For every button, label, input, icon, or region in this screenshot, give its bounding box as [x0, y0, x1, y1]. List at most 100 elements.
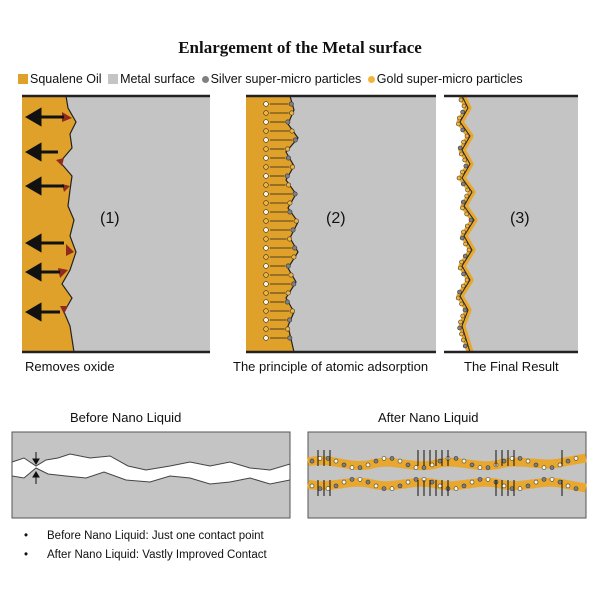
particle [453, 456, 459, 461]
panel-number-2: (2) [326, 210, 346, 227]
particle [460, 169, 465, 175]
particle [397, 483, 403, 489]
gold-dot [367, 76, 375, 83]
particle [460, 205, 465, 211]
particle [290, 227, 296, 233]
oxide-flake [60, 306, 68, 314]
panel-caption-1: Removes oxide [25, 359, 115, 374]
particle [461, 483, 467, 489]
particle [287, 209, 293, 215]
particle [501, 458, 507, 464]
particle [460, 313, 466, 319]
particle [263, 119, 269, 125]
particle [293, 218, 299, 224]
particle [485, 465, 491, 470]
diagram-title: Enlargement of the Metal surface [178, 38, 422, 57]
particle [509, 456, 515, 461]
particle [263, 263, 269, 269]
particle [333, 483, 339, 489]
particle [517, 456, 523, 461]
particle [263, 155, 269, 161]
particle [263, 146, 269, 152]
particle [333, 458, 339, 464]
particle [285, 119, 291, 125]
particle [517, 486, 523, 491]
panel-number-1: (1) [100, 210, 120, 227]
particle [465, 187, 470, 193]
particle [349, 477, 355, 482]
particle [289, 110, 295, 116]
contact-arrows [32, 452, 40, 484]
particle [341, 479, 347, 485]
particle [565, 458, 571, 464]
particle [286, 182, 292, 188]
particle [263, 308, 269, 314]
particle [287, 200, 293, 206]
particle [341, 462, 347, 468]
particle [437, 458, 443, 464]
particle [263, 173, 269, 179]
notes-list: •Before Nano Liquid: Just one contact po… [24, 527, 267, 565]
particle [464, 133, 470, 139]
particle [309, 458, 315, 464]
oxide-flake [58, 268, 68, 278]
particle [462, 343, 468, 349]
before-contact-diagram [11, 431, 291, 519]
metal-blocks [307, 431, 587, 519]
particle [263, 182, 269, 188]
particle [284, 299, 290, 305]
contact-arrows [317, 450, 563, 496]
particle [459, 235, 465, 241]
particle [557, 462, 563, 468]
particle [549, 465, 555, 470]
particle [289, 308, 295, 314]
particle [453, 486, 459, 491]
particle [263, 290, 269, 296]
particle [405, 479, 411, 485]
oxide-flake [62, 112, 72, 122]
particle [309, 483, 315, 489]
particle [464, 277, 470, 283]
particle [461, 271, 466, 277]
particle [533, 479, 539, 485]
panel-3 [444, 94, 578, 354]
particle [263, 110, 269, 116]
particle [291, 254, 297, 260]
particle [462, 307, 468, 313]
arrow-left [25, 107, 64, 127]
particle [541, 477, 547, 482]
adsorbing-particles [263, 101, 299, 341]
particle [461, 458, 467, 464]
silver-dot [201, 76, 209, 83]
oil-swatch [18, 74, 28, 84]
particle [292, 191, 298, 197]
arrow-left [25, 142, 58, 162]
particle [461, 229, 466, 235]
particle [292, 245, 298, 251]
particle [263, 245, 269, 251]
particle [292, 137, 298, 143]
particle [365, 462, 371, 468]
particle [437, 483, 443, 489]
particle [429, 462, 435, 468]
particle [263, 209, 269, 215]
particle [459, 331, 464, 337]
particle [469, 462, 475, 468]
particle [263, 326, 269, 332]
legend-item-metal-surface: Metal surface [108, 72, 195, 86]
arrow-left [25, 262, 60, 282]
particle [263, 236, 269, 242]
particle [457, 145, 463, 151]
arrow-left [25, 302, 60, 322]
particle [458, 319, 463, 325]
particle [457, 325, 462, 331]
particle [458, 151, 464, 157]
particle [565, 483, 571, 489]
oxide-flake [56, 158, 64, 166]
particle [287, 236, 293, 242]
particle [285, 290, 291, 296]
particle [288, 272, 294, 278]
particle [317, 456, 323, 461]
particle [460, 127, 466, 133]
